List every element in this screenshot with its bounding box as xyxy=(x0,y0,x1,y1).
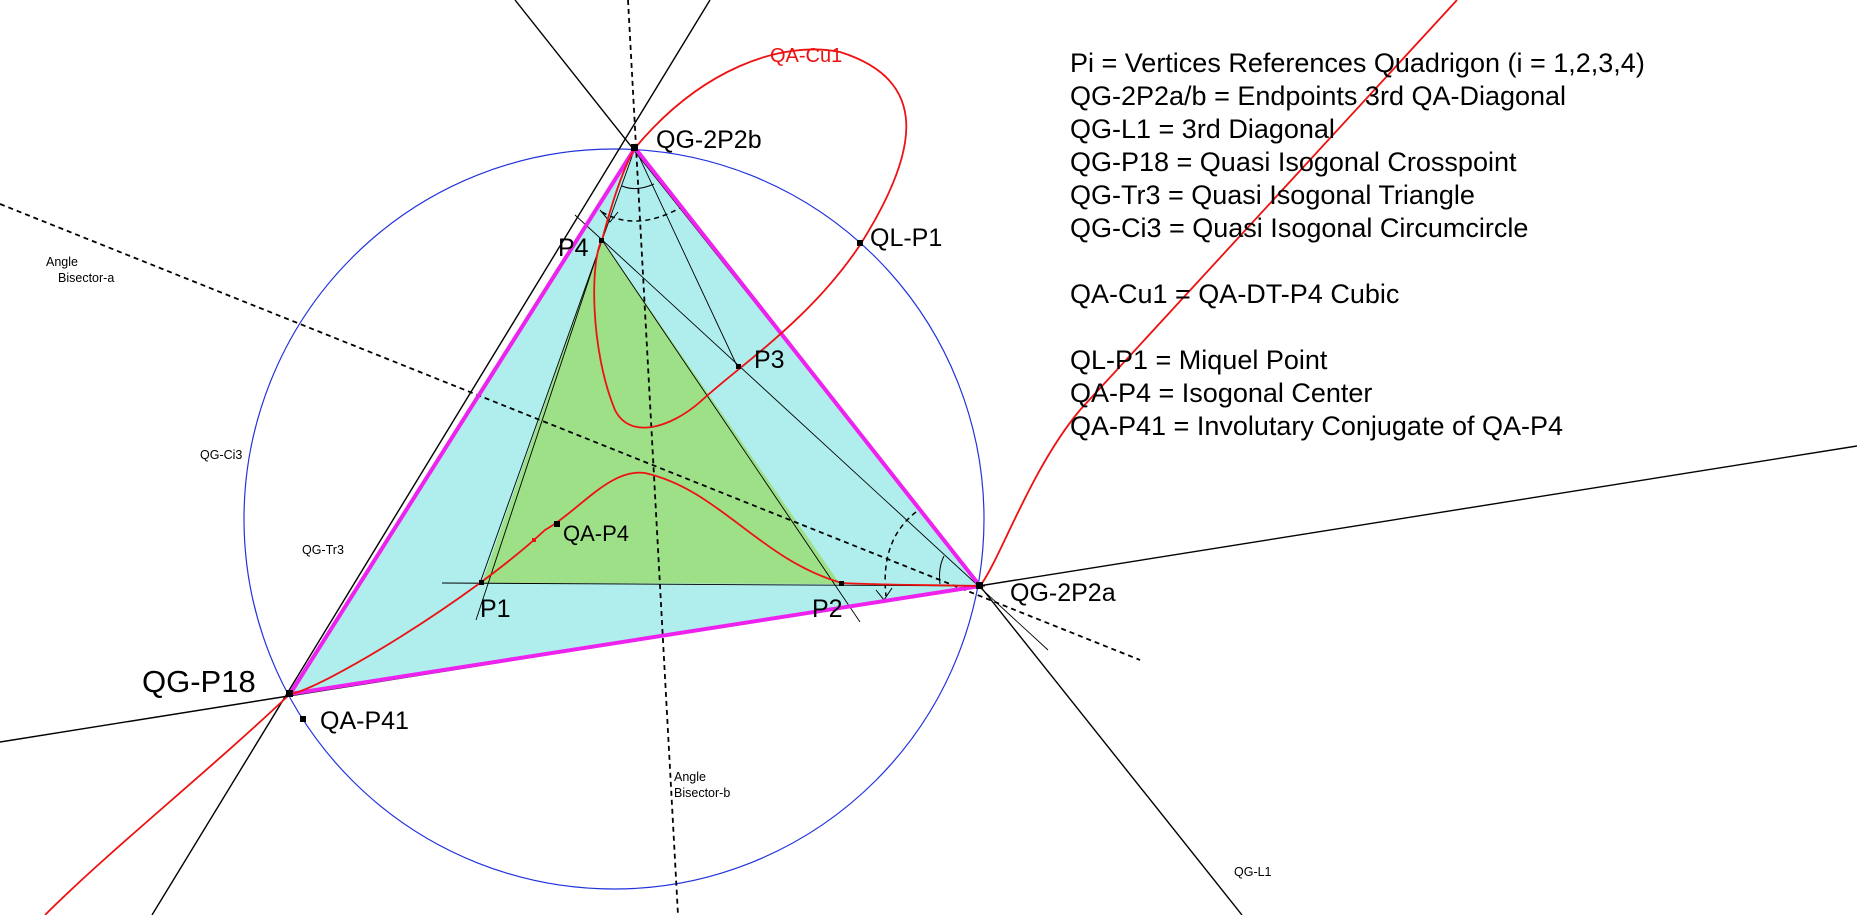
point-p4 xyxy=(599,238,604,243)
helper-line-2p2a-p4 xyxy=(574,214,1049,651)
label-qg-2p2a: QG-2P2a xyxy=(1010,579,1116,607)
legend-line: QA-Cu1 = QA-DT-P4 Cubic xyxy=(1070,279,1399,309)
point-qg-p18 xyxy=(286,690,293,697)
label-qa-cu1: QA-Cu1 xyxy=(770,45,842,67)
angle-arc-2p2b-inner xyxy=(621,183,655,190)
label-bisector-b-line1: Angle xyxy=(674,770,706,784)
label-p1: P1 xyxy=(480,595,511,623)
legend-line: QA-P4 = Isogonal Center xyxy=(1070,378,1372,408)
label-qg-2p2b: QG-2P2b xyxy=(656,126,762,154)
angle-mark-2p2b xyxy=(599,209,619,223)
label-qa-p41: QA-P41 xyxy=(320,707,409,735)
point-p3 xyxy=(736,364,741,369)
angle-arc-2p2a-inner xyxy=(939,555,945,585)
legend-line: Pi = Vertices References Quadrigon (i = … xyxy=(1070,48,1645,78)
label-p4: P4 xyxy=(558,234,589,262)
label-bisector-b-line2: Bisector-b xyxy=(674,786,730,800)
point-qg-2p2b xyxy=(631,144,638,151)
quadrigon-fill xyxy=(482,240,840,584)
legend-line: QG-Tr3 = Quasi Isogonal Triangle xyxy=(1070,180,1475,210)
points xyxy=(286,144,983,722)
helper-line-p4-p1 xyxy=(475,239,603,621)
quasi-isogonal-triangle-edges xyxy=(285,144,984,697)
qa-cu1-cubic-oval xyxy=(593,48,908,429)
angle-arc-2p2b-outer xyxy=(601,207,681,222)
label-p3: P3 xyxy=(754,346,785,374)
point-qa-p41 xyxy=(300,716,306,722)
label-bisector-a-line2: Bisector-a xyxy=(58,271,114,285)
label-ql-p1: QL-P1 xyxy=(870,224,942,252)
label-qg-l1: QG-L1 xyxy=(1234,865,1272,879)
point-qa-p4 xyxy=(554,521,560,527)
point-qg-2p2a xyxy=(976,582,983,589)
point-p1 xyxy=(479,580,484,585)
legend: Pi = Vertices References Quadrigon (i = … xyxy=(1070,48,1645,441)
line-2p2a-lower xyxy=(979,585,1243,915)
point-p2 xyxy=(839,581,844,586)
legend-line: QG-Ci3 = Quasi Isogonal Circumcircle xyxy=(1070,213,1528,243)
label-bisector-a-line1: Angle xyxy=(46,255,78,269)
legend-line: QL-P1 = Miquel Point xyxy=(1070,345,1328,375)
legend-line: QG-2P2a/b = Endpoints 3rd QA-Diagonal xyxy=(1070,81,1566,111)
label-qg-ci3: QG-Ci3 xyxy=(200,448,242,462)
legend-line: QA-P41 = Involutary Conjugate of QA-P4 xyxy=(1070,411,1563,441)
legend-line: QG-L1 = 3rd Diagonal xyxy=(1070,114,1335,144)
angle-bisector-a xyxy=(0,203,1141,661)
label-qa-p4: QA-P4 xyxy=(563,521,629,546)
helper-line-p1-2p2a xyxy=(441,582,986,587)
point-ql-p1 xyxy=(857,240,863,246)
helper-line-p4-p2 xyxy=(601,239,861,623)
point-red-marker xyxy=(532,538,536,542)
line-2p2b-upper-right xyxy=(151,0,711,915)
label-qg-p18: QG-P18 xyxy=(142,664,256,699)
label-qg-tr3: QG-Tr3 xyxy=(302,543,344,557)
legend-line: QG-P18 = Quasi Isogonal Crosspoint xyxy=(1070,147,1517,177)
label-p2: P2 xyxy=(812,595,843,623)
quasi-isogonal-circumcircle xyxy=(243,148,985,890)
